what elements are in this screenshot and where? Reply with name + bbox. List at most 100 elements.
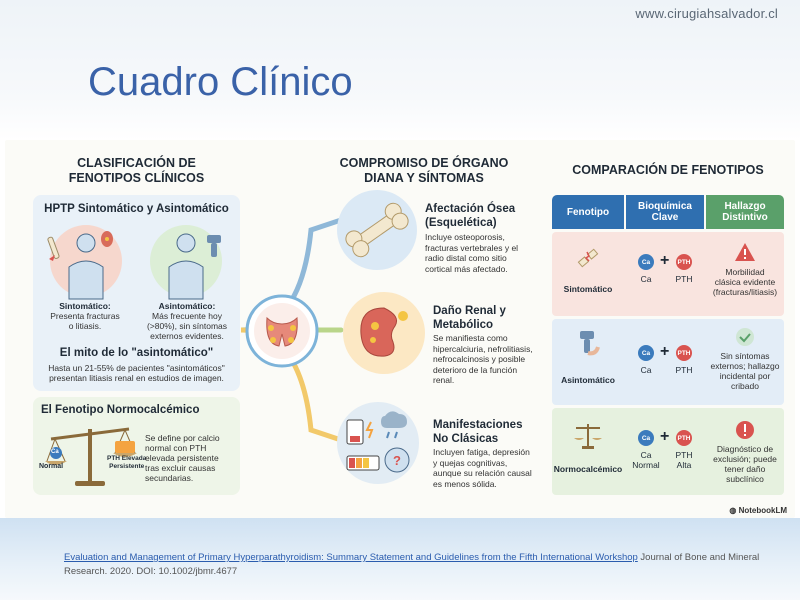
symptomatic-card: HPTP Sintomático y Asintomático Sintomát… bbox=[33, 195, 240, 391]
symptomatic-description: Sintomático: Presenta fracturas o litias… bbox=[37, 301, 133, 331]
renal-line-2: hipercalciuria, nefrolitiasis, bbox=[433, 343, 533, 354]
row-3-ca-label-2: Normal bbox=[632, 460, 660, 470]
table-row: Normocalcémico Ca + PTH Ca Normal PTH Al… bbox=[552, 408, 784, 495]
scale-pth-label: PTH Elevada Persistente bbox=[107, 455, 146, 471]
right-section-heading: COMPARACIÓN DE FENOTIPOS bbox=[572, 163, 764, 177]
left-section-heading: CLASIFICACIÓN DE FENOTIPOS CLÍNICOS bbox=[33, 156, 240, 186]
notebooklm-label: NotebookLM bbox=[738, 506, 787, 515]
scale-pth-line-1: PTH Elevada bbox=[107, 455, 147, 462]
plus-sign: + bbox=[660, 252, 670, 269]
nonclassic-title-2: No Clásicas bbox=[433, 433, 499, 445]
myth-title: El mito de lo "asintomático" bbox=[59, 347, 214, 359]
ca-chip: Ca bbox=[638, 254, 654, 270]
normocalcemic-card: El Fenotipo Normocalcémico Ca Normal PTH… bbox=[33, 397, 240, 495]
center-heading-line-2: DIANA Y SÍNTOMAS bbox=[364, 171, 484, 185]
normo-line-4: tras excluir causas bbox=[145, 463, 216, 473]
nonclassic-title: Manifestaciones No Clásicas bbox=[433, 418, 522, 446]
balance-scale-icon bbox=[45, 427, 137, 486]
bone-line-4: cortical más afectado. bbox=[425, 263, 508, 274]
citation-link[interactable]: Evaluation and Management of Primary Hyp… bbox=[64, 552, 638, 563]
bone-icon bbox=[345, 202, 409, 258]
asymptomatic-label: Asintomático: bbox=[158, 301, 216, 311]
symptomatic-label: Sintomático: bbox=[59, 301, 111, 311]
bone-title-1: Afectación Ósea bbox=[425, 203, 516, 215]
row-1-finding-2: clásica evidente bbox=[714, 277, 776, 287]
plus-sign: + bbox=[660, 428, 670, 445]
nonclassic-text: Incluyen fatiga, depresión y quejas cogn… bbox=[433, 447, 545, 489]
pth-chip: PTH bbox=[676, 430, 692, 446]
kidney-icon bbox=[360, 307, 408, 357]
pth-label: PTH bbox=[670, 274, 698, 284]
normo-line-3: elevada persistente bbox=[145, 453, 219, 463]
footer-band bbox=[0, 518, 800, 600]
citation-rest: Journal of Bone and Mineral Research. 20… bbox=[64, 552, 760, 577]
nonclassic-title-1: Manifestaciones bbox=[433, 419, 523, 431]
row-1-label: Sintomático bbox=[563, 284, 613, 294]
nonclassic-line-2: y quejas cognitivas, bbox=[433, 457, 508, 468]
row-1-finding: Morbilidad clásica evidente (fracturas/l… bbox=[706, 267, 784, 297]
row-2-finding-4: cribado bbox=[731, 381, 759, 391]
ca-label: Ca bbox=[632, 274, 660, 284]
row-3-finding: Diagnóstico de exclusión; puede tener da… bbox=[706, 444, 784, 484]
plus-sign: + bbox=[660, 343, 670, 360]
center-section-heading: COMPROMISO DE ÓRGANO DIANA Y SÍNTOMAS bbox=[335, 156, 513, 186]
renal-line-5: renal. bbox=[433, 375, 455, 385]
row-1-ca-label: Ca bbox=[640, 274, 652, 284]
ca-chip: Ca bbox=[638, 345, 654, 361]
nonclassic-line-3: aunque su relación causal bbox=[433, 468, 532, 478]
symptomatic-desc-2: o litiasis. bbox=[68, 321, 102, 331]
row-3-finding-3: tener daño bbox=[724, 464, 766, 474]
row-1-finding-1: Morbilidad bbox=[725, 267, 765, 277]
slide-background bbox=[0, 0, 800, 140]
asymptomatic-desc-3: externos evidentes. bbox=[150, 331, 224, 341]
normo-line-2: normal con PTH bbox=[145, 443, 207, 453]
alert-icon bbox=[736, 421, 754, 439]
myth-line-2: presentan litiasis renal en estudios de … bbox=[49, 373, 224, 383]
ultrasound-probe-icon bbox=[580, 331, 600, 356]
thyroid-hub-icon bbox=[245, 294, 319, 368]
scale-ca-chip: Ca bbox=[51, 449, 59, 455]
col-header-finding-2: Distintivo bbox=[722, 212, 768, 223]
row-3-pth-label-1: PTH bbox=[675, 450, 693, 460]
row-2-label: Asintomático bbox=[561, 375, 615, 385]
row-3-label: Normocalcémico bbox=[553, 464, 623, 474]
scale-ca-label: Normal bbox=[39, 463, 64, 470]
col-header-biochem-1: Bioquímica bbox=[638, 201, 692, 212]
renal-title: Daño Renal y Metabólico bbox=[433, 304, 506, 332]
pth-label: PTH bbox=[670, 365, 698, 375]
myth-text: Hasta un 21-55% de pacientes "asintomáti… bbox=[33, 363, 240, 383]
bone-title-2: (Esquelética) bbox=[425, 217, 497, 229]
asymptomatic-person-icon bbox=[150, 225, 222, 300]
asymptomatic-desc-1: Más frecuente hoy bbox=[152, 311, 222, 321]
row-2-pth-label: PTH bbox=[675, 365, 693, 375]
notebooklm-badge: ◍ NotebookLM bbox=[729, 506, 787, 515]
bone-text: Incluye osteoporosis, fracturas vertebra… bbox=[425, 232, 545, 274]
scale-icon bbox=[574, 424, 602, 449]
ca-chip: Ca bbox=[638, 430, 654, 446]
fatigue-battery-icon: ? bbox=[346, 411, 410, 473]
infographic: CLASIFICACIÓN DE FENOTIPOS CLÍNICOS HPTP… bbox=[5, 140, 795, 518]
row-2-finding-3: incidental por bbox=[719, 371, 771, 381]
table-row: Asintomático Ca + PTH Ca PTH Sin síntoma… bbox=[552, 319, 784, 405]
citation: Evaluation and Management of Primary Hyp… bbox=[64, 551, 764, 579]
normo-line-1: Se define por calcio bbox=[145, 433, 220, 443]
bone-line-1: Incluye osteoporosis, bbox=[425, 232, 505, 242]
row-1-pth-label: PTH bbox=[675, 274, 693, 284]
bone-line-3: radio distal como sitio bbox=[425, 253, 507, 263]
row-1-finding-3: (fracturas/litiasis) bbox=[712, 287, 778, 297]
normocalcemic-card-title: El Fenotipo Normocalcémico bbox=[41, 404, 200, 416]
nonclassic-line-4: es menos sólida. bbox=[433, 478, 497, 489]
notebooklm-icon: ◍ bbox=[729, 506, 739, 515]
myth-line-1: Hasta un 21-55% de pacientes "asintomáti… bbox=[48, 363, 225, 373]
row-3-finding-1: Diagnóstico de bbox=[716, 444, 774, 454]
normo-line-5: secundarias. bbox=[145, 473, 194, 483]
pth-label: PTH Alta bbox=[670, 450, 698, 470]
row-2-finding: Sin síntomas externos; hallazgo incident… bbox=[706, 351, 784, 391]
renal-title-2: Metabólico bbox=[433, 319, 494, 331]
scale-pth-line-2: Persistente bbox=[109, 463, 145, 470]
col-header-phenotype: Fenotipo bbox=[552, 195, 624, 229]
renal-text: Se manifiesta como hipercalciuria, nefro… bbox=[433, 333, 545, 386]
